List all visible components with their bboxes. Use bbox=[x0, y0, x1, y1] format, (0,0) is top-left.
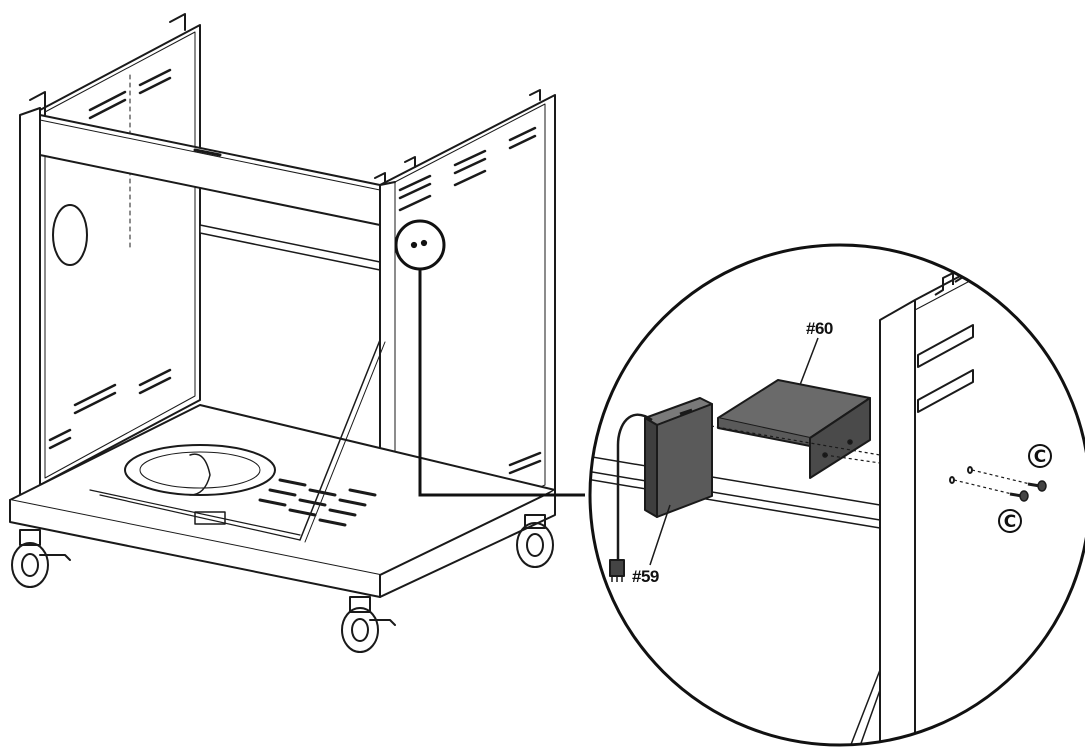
grill-cart-frame bbox=[9, 13, 556, 653]
screws-hardware-c bbox=[1009, 480, 1047, 502]
detail-callout-circle bbox=[394, 219, 446, 271]
caster-left-front bbox=[11, 529, 71, 588]
hardware-c-marker-top: C bbox=[1028, 444, 1052, 468]
label-part-60: #60 bbox=[806, 319, 833, 338]
hardware-c-marker-bottom: C bbox=[998, 509, 1022, 533]
leader-line bbox=[418, 270, 585, 497]
label-part-59: #59 bbox=[632, 567, 659, 586]
caster-left-back bbox=[341, 596, 396, 653]
hardware-c-label-bottom: C bbox=[1004, 512, 1016, 532]
magnified-detail bbox=[588, 243, 1085, 747]
bracket-part-60 bbox=[704, 379, 881, 479]
caster-right bbox=[516, 514, 554, 568]
battery-box-part-59 bbox=[609, 397, 713, 582]
hardware-c-label-top: C bbox=[1034, 447, 1046, 467]
